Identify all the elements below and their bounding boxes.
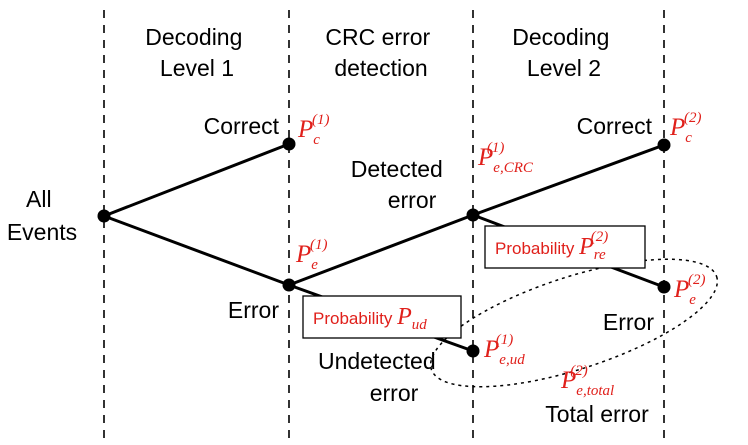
node-error1 [282,278,296,292]
prob-pecrc: Pe,CRC(1) [477,140,534,176]
edge-error1-to-detected [287,213,475,287]
label-undetected-error: Undetected error [318,348,442,406]
label-correct2: Correct [577,113,653,139]
label-error2: Error [603,309,654,335]
node-correct2 [657,138,671,152]
box-probability-ud: Probability Pud [302,295,462,339]
node-error2 [657,280,671,294]
label-correct1: Correct [204,113,280,139]
header-decoding-level1: Decoding Level 1 [145,24,249,81]
header-decoding-level2: Decoding Level 2 [512,24,616,81]
tree-nodes [97,137,671,358]
label-all-events: All Events [7,186,77,245]
node-detected-error [466,208,480,222]
prob-pe2: Pe(2) [673,272,705,308]
edge-detected-to-correct2 [471,143,666,217]
prob-pe1: Pe(1) [295,237,327,273]
total-error-ellipse [429,258,719,388]
edge-all-to-correct1 [102,142,291,218]
node-undetected-error [466,344,480,358]
prob-pc2: Pc(2) [669,110,701,146]
box-probability-re: Probability Pre(2) [484,225,646,269]
box-ud-frame [302,295,462,339]
column-separators [103,10,665,440]
edge-all-to-error1 [102,214,291,287]
box-re-frame [484,225,646,269]
box-ud-text: Probability Pud [313,304,427,333]
box-re-text: Probability Pre(2) [495,229,608,263]
node-all-events [97,209,111,223]
header-crc-detection: CRC error detection [325,24,436,81]
prob-petotal: Pe,total(2) [560,363,614,399]
label-error1: Error [228,297,279,323]
label-detected-error: Detected error [351,156,449,213]
node-correct1 [282,137,296,151]
prob-peud: Pe,ud(1) [483,332,525,368]
prob-pc1: Pc(1) [297,112,329,148]
label-total-error: Total error [545,401,649,427]
